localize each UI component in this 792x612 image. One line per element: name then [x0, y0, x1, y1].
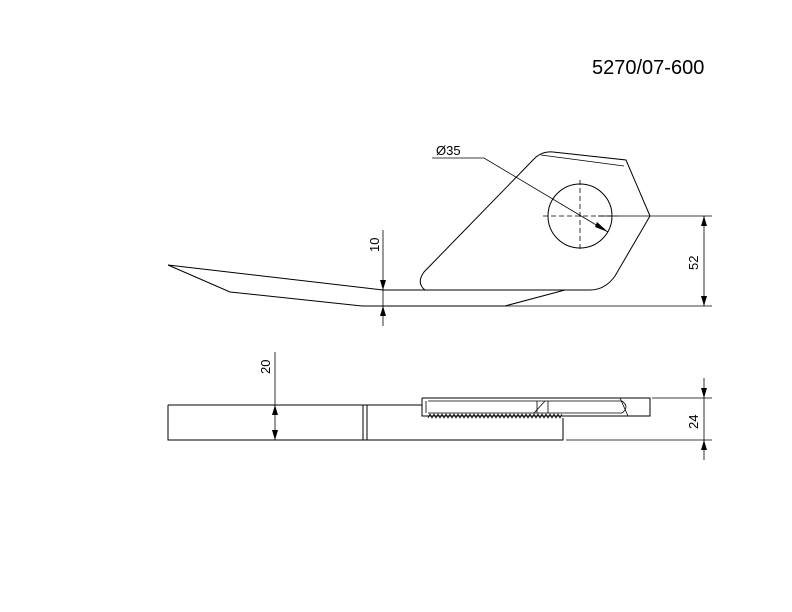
base-bar-outline [167, 404, 564, 441]
blade-head-outline [419, 151, 651, 291]
part-number: 5270/07-600 [592, 57, 704, 79]
blade-lower-step [504, 289, 566, 307]
head-plate-outline [421, 397, 651, 417]
base-thickness-label: 20 [258, 360, 273, 374]
side-height-label: 24 [686, 415, 701, 429]
hole-diameter-label: Ø35 [436, 143, 461, 158]
head-height-dimension: 52 [505, 215, 712, 307]
blade-tail-outline [167, 264, 505, 307]
side-view [167, 397, 651, 441]
side-height-dimension: 24 [566, 378, 712, 460]
hole-diameter-dimension: Ø35 [432, 143, 609, 233]
head-top-chamfer [540, 154, 625, 167]
blade-profile-view [167, 151, 651, 307]
blade-thickness-label: 10 [367, 238, 382, 252]
base-thickness-dimension: 20 [258, 352, 278, 440]
head-height-label: 52 [686, 256, 701, 270]
blade-thickness-dimension: 10 [367, 230, 386, 326]
serrated-edge [427, 413, 563, 419]
head-plate-detail [425, 397, 629, 417]
